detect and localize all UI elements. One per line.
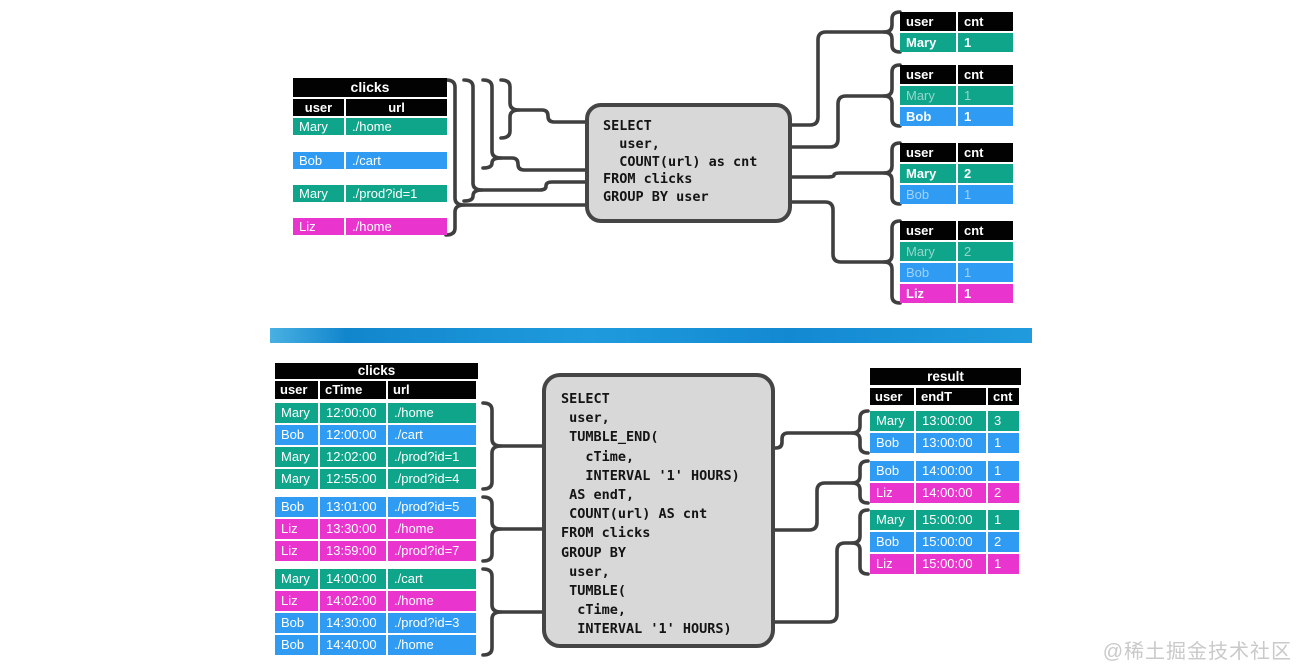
column-header-url: url [346,99,447,116]
watermark: @稀土掘金技术社区 [1102,641,1292,663]
bracket-top-snapshot3 [462,78,484,203]
wire-top-out3 [788,171,886,179]
table-header-row: user cnt [900,65,1013,84]
clicks-table-append-only: clicks user url Mary./home Bob./cart Mar… [293,78,447,235]
bracket-top-snapshot2 [481,78,503,170]
column-header-user: user [900,143,956,162]
column-header-user: user [870,388,914,405]
column-header-ctime: cTime [320,381,386,399]
column-header-user: user [900,12,956,31]
table-title: result [870,368,1021,385]
brace-top-result3 [882,141,902,206]
sql-query-text: SELECT user, TUMBLE_END( cTime, INTERVAL… [561,391,740,638]
table-row: Mary./home [293,118,447,135]
wire-top-out2 [788,94,886,149]
section-divider-bar [270,328,1032,343]
brace-bottom-result1 [850,409,870,455]
wire-top-in2 [499,156,589,172]
table-row: Bob./cart [293,152,447,169]
wire-top-in1 [517,108,589,124]
table-row: Liz./home [293,218,447,235]
column-header-cnt: cnt [958,143,1013,162]
brace-bottom-result3 [850,508,870,576]
table-title: clicks [275,363,478,379]
sql-query-text: SELECT user, COUNT(url) as cnt FROM clic… [603,118,758,206]
sql-query-box-tumble-window: SELECT user, TUMBLE_END( cTime, INTERVAL… [542,373,775,648]
table-header-row: user cnt [900,143,1013,162]
bracket-top-snapshot4 [444,78,466,237]
wire-top-out4 [788,200,886,264]
brace-top-result2 [882,63,902,128]
table-header-row: user cTime url [275,381,478,399]
table-header-row: user url [293,99,447,116]
column-header-cnt: cnt [958,221,1013,240]
wire-bottom-out1 [771,431,854,450]
table-header-row: user endT cnt [870,388,1021,405]
wire-bottom-out2 [771,481,854,532]
table-row: Mary./prod?id=1 [293,185,447,202]
bracket-top-snapshot1 [499,78,521,140]
brace-bottom-window3 [481,567,503,657]
table-header-row: user cnt [900,221,1013,240]
column-header-cnt: cnt [958,12,1013,31]
column-header-user: user [293,99,344,116]
column-header-user: user [900,65,956,84]
brace-bottom-window2 [481,495,503,563]
column-header-url: url [388,381,476,399]
table-header-row: user cnt [900,12,1013,31]
column-header-endt: endT [916,388,986,405]
wire-top-out1 [788,30,886,127]
brace-top-result4 [882,219,902,305]
column-header-cnt: cnt [958,65,1013,84]
brace-top-result1 [882,10,902,54]
sql-query-box-continuous: SELECT user, COUNT(url) as cnt FROM clic… [585,103,792,223]
brace-bottom-result2 [850,459,870,505]
brace-bottom-window1 [481,401,503,491]
wire-top-in3 [480,180,589,192]
column-header-cnt: cnt [988,388,1019,405]
column-header-user: user [275,381,318,399]
column-header-user: user [900,221,956,240]
wire-bottom-out3 [771,541,854,624]
table-title: clicks [293,78,447,97]
